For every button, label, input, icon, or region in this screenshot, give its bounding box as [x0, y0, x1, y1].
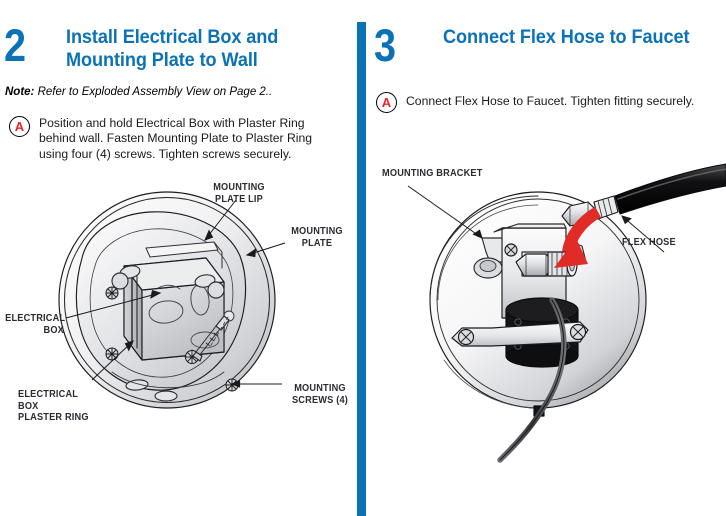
callout-electrical-box-plaster-ring: ELECTRICAL BOX PLASTER RING — [18, 389, 95, 424]
callout-mounting-screws: MOUNTING SCREWS (4) — [288, 383, 352, 406]
callout-line: PLATE — [301, 237, 333, 249]
callout-line: PLATE LIP — [214, 193, 263, 205]
step-2-note: Note: Refer to Exploded Assembly View on… — [5, 86, 272, 98]
callout-line: ELECTRICAL — [5, 313, 66, 324]
callout-mounting-bracket: MOUNTING BRACKET — [382, 168, 483, 180]
callout-line: MOUNTING — [213, 182, 265, 193]
step-3-number: 3 — [374, 20, 396, 71]
electrical-box-assembly-diagram — [58, 191, 286, 409]
callout-line: MOUNTING — [291, 226, 343, 237]
callout-line: PLASTER RING — [18, 412, 89, 423]
callout-line: ELECTRICAL BOX — [18, 389, 78, 412]
step-3-title: Connect Flex Hose to Faucet — [442, 26, 690, 48]
step-2-instruction-a: A Position and hold Electrical Box with … — [9, 116, 339, 162]
note-text: Refer to Exploded Assembly View on Page … — [37, 86, 273, 98]
step-panel-3: 3 Connect Flex Hose to Faucet A Connect … — [366, 0, 726, 516]
step-2-header: 2 Install Electrical Box and Mounting Pl… — [4, 20, 350, 72]
instruction-text: Position and hold Electrical Box with Pl… — [39, 116, 313, 161]
instruction-text: Connect Flex Hose to Faucet. Tighten fit… — [406, 94, 695, 108]
step-3-header: 3 Connect Flex Hose to Faucet — [374, 20, 722, 71]
note-label: Note: — [5, 86, 35, 98]
panel-divider — [357, 22, 366, 516]
callout-mounting-plate-lip: MOUNTING PLATE LIP — [203, 182, 275, 205]
callout-flex-hose: FLEX HOSE — [622, 237, 686, 249]
callout-line: FLEX HOSE — [622, 237, 676, 248]
step-panel-2: 2 Install Electrical Box and Mounting Pl… — [0, 0, 357, 516]
callout-mounting-plate: MOUNTING PLATE — [288, 226, 347, 249]
callout-line: MOUNTING BRACKET — [382, 168, 483, 179]
step-2-number: 2 — [4, 20, 26, 71]
callout-line: SCREWS (4) — [291, 394, 349, 406]
callout-electrical-box: ELECTRICAL BOX — [5, 313, 66, 336]
instruction-marker-a: A — [376, 92, 397, 113]
flex-hose-connection-diagram — [407, 163, 726, 463]
callout-line: BOX — [43, 324, 64, 336]
step-2-title: Install Electrical Box and Mounting Plat… — [66, 26, 279, 71]
instruction-marker-a: A — [9, 116, 30, 137]
red-connection-arrow — [554, 206, 602, 268]
callout-line: MOUNTING — [294, 383, 346, 394]
step-3-instruction-a: A Connect Flex Hose to Faucet. Tighten f… — [376, 92, 716, 113]
